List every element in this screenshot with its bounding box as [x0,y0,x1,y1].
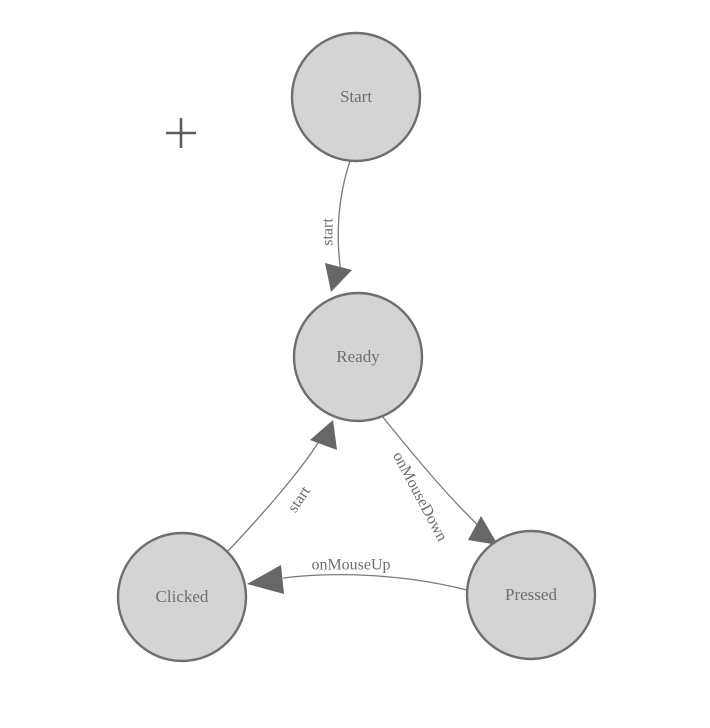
node-start[interactable]: Start [290,31,422,163]
node-circle [292,291,424,423]
edge-line [337,160,351,273]
node-label-clicked: Clicked [156,587,209,606]
arrowhead-icon [468,516,498,545]
edge-line [282,574,468,591]
edge-label-clicked-to-ready: start [285,483,315,516]
edge-label-start-to-ready: start [320,218,337,246]
node-pressed[interactable]: Pressed [465,529,597,661]
arrowhead-icon [310,420,337,450]
edge-label-pressed-to-clicked: onMouseUp [311,557,390,574]
edge-pressed-to-clicked[interactable]: onMouseUp [247,557,468,594]
node-label-start: Start [340,87,372,106]
edge-label-ready-to-pressed: onMouseDown [389,449,450,544]
node-clicked[interactable]: Clicked [116,531,248,663]
node-ready[interactable]: Ready [292,291,424,423]
edge-line [226,442,319,553]
node-label-ready: Ready [336,347,380,366]
node-circle [290,31,422,163]
node-circle [465,529,597,661]
node-label-pressed: Pressed [505,585,557,604]
edge-ready-to-pressed[interactable]: onMouseDown [381,415,498,545]
crosshair-icon[interactable] [166,118,196,148]
edge-clicked-to-ready[interactable]: start [226,420,337,553]
arrowhead-icon [325,263,352,292]
edge-start-to-ready[interactable]: start [320,160,352,292]
node-circle [116,531,248,663]
edge-line [381,415,484,531]
arrowhead-icon [247,565,284,594]
